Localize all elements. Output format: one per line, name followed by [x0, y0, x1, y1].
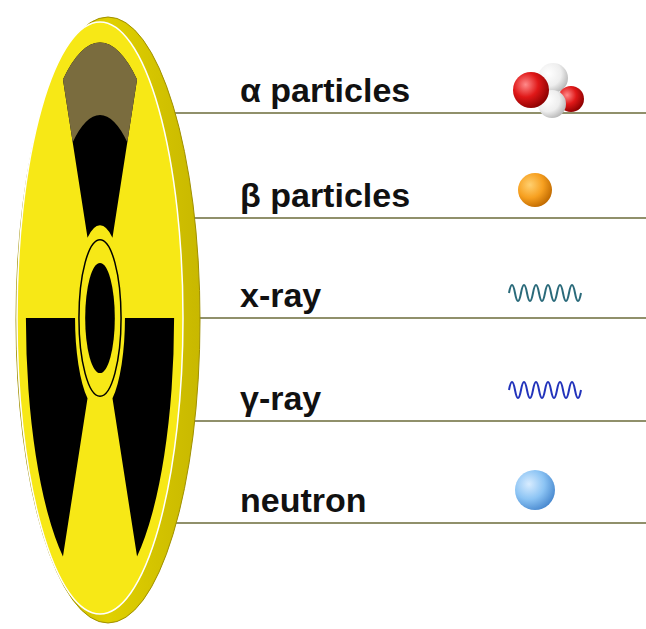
disk-rim	[16, 17, 200, 623]
leader-line	[150, 420, 646, 422]
leader-line	[150, 317, 646, 319]
radiation-type-label: x-ray	[240, 277, 321, 314]
leader-line	[150, 112, 646, 114]
disk-face	[17, 22, 183, 614]
leader-lines	[150, 113, 646, 523]
alpha-particle-icon	[513, 63, 584, 118]
xray-wave	[509, 285, 581, 301]
proton-sphere	[513, 72, 549, 108]
gamma-wave	[509, 382, 581, 398]
trefoil-center	[85, 263, 115, 373]
blade-shade	[63, 43, 137, 143]
trefoil-blade	[63, 43, 137, 238]
trefoil-symbol	[17, 43, 182, 576]
radiation-type-label: β particles	[240, 177, 410, 214]
radiation-type-label: γ-ray	[240, 380, 321, 417]
neutron-icon	[515, 470, 555, 510]
radiation-type-label: α particles	[240, 72, 410, 109]
radiation-type-label: neutron	[240, 482, 367, 519]
leader-line	[150, 522, 646, 524]
leader-line	[150, 217, 646, 219]
beta-particle-icon	[518, 173, 552, 207]
trefoil-ring	[79, 240, 121, 397]
